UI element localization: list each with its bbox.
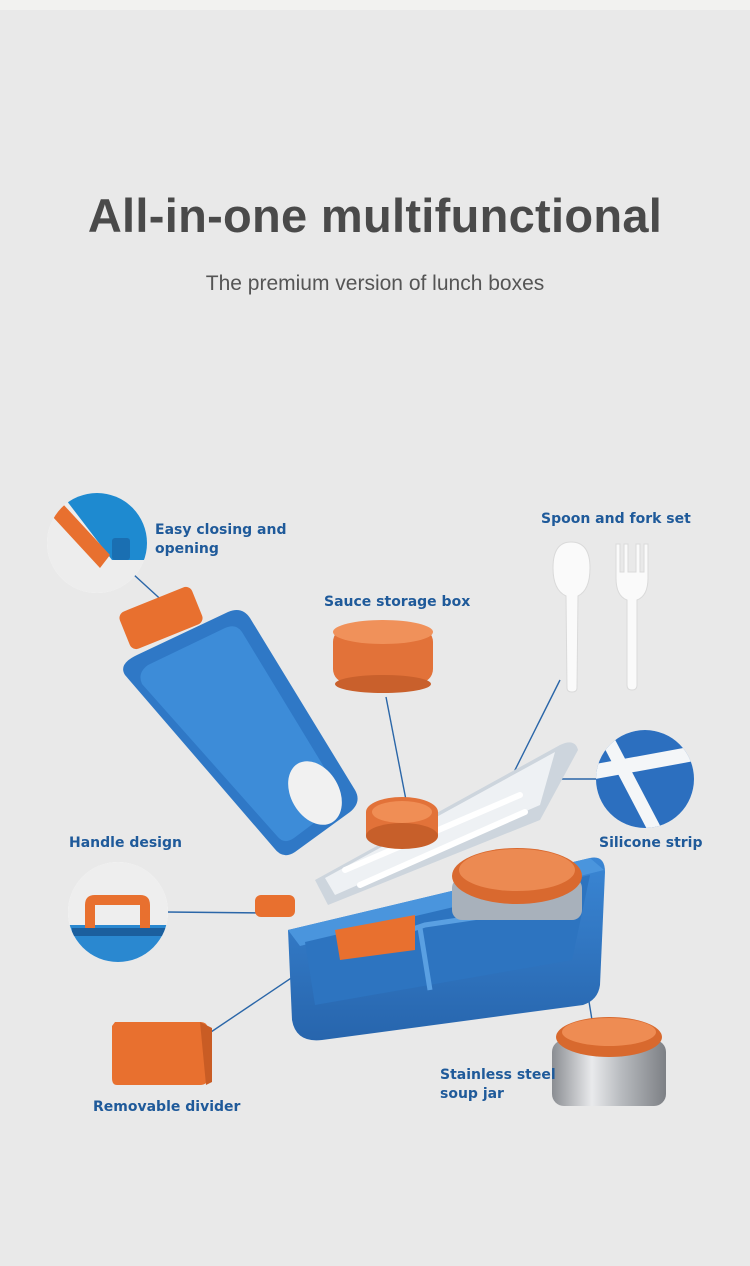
box-soup-jar: [452, 848, 582, 920]
handle-design-inset: [68, 862, 168, 962]
cutlery-tray: [315, 742, 578, 905]
tray-sauce-cup: [366, 797, 438, 849]
easy-closing-label: Easy closing and opening: [155, 522, 287, 557]
page-subtitle: The premium version of lunch boxes: [205, 272, 545, 295]
spoon-fork-label: Spoon and fork set: [541, 511, 691, 527]
silicone-strip-label: Silicone strip: [599, 835, 703, 851]
soup-jar-label: Stainless steel soup jar: [440, 1067, 556, 1102]
page-title: All-in-one multifunctional: [87, 189, 663, 242]
soup-jar-image: [552, 1017, 666, 1106]
sauce-box-label: Sauce storage box: [324, 594, 471, 610]
removable-divider-image: [112, 1022, 212, 1085]
lid: [119, 586, 358, 917]
spoon-fork-image: [552, 541, 649, 693]
top-strip: [0, 0, 750, 10]
closing-latch-inset: [47, 493, 147, 593]
silicone-strip-inset: [596, 730, 694, 828]
sauce-box-image: [333, 620, 433, 693]
handle-design-label: Handle design: [69, 835, 182, 851]
removable-divider-label: Removable divider: [93, 1099, 241, 1115]
